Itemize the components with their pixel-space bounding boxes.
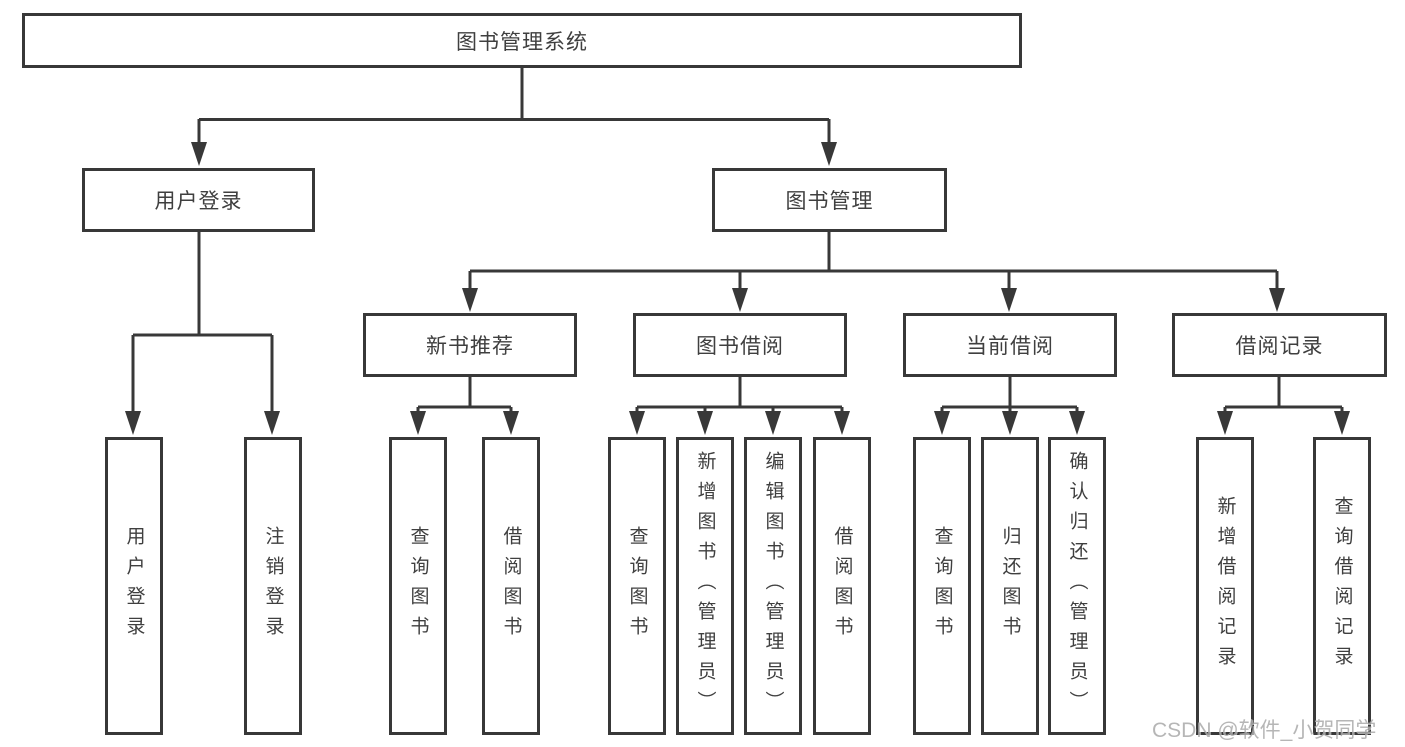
node-new-book-recommend-label: 新书推荐 xyxy=(426,335,514,358)
node-user-login: 用户登录 xyxy=(82,168,315,232)
leaf-label: 借阅图书 xyxy=(500,526,522,646)
node-leaf-return-books: 归还图书 xyxy=(981,437,1039,735)
arrowheads xyxy=(125,142,1350,435)
node-book-borrowing-label: 图书借阅 xyxy=(696,335,784,358)
leaf-label: 用户登录 xyxy=(123,526,145,646)
node-leaf-borrow-books-1: 借阅图书 xyxy=(482,437,540,735)
node-new-book-recommend: 新书推荐 xyxy=(363,313,577,377)
node-current-borrowing-label: 当前借阅 xyxy=(966,335,1054,358)
node-user-login-label: 用户登录 xyxy=(154,190,243,213)
leaf-label: 新增借阅记录 xyxy=(1214,496,1236,676)
node-book-management-label: 图书管理 xyxy=(785,190,874,213)
node-leaf-query-books-2: 查询图书 xyxy=(608,437,666,735)
node-leaf-confirm-return-admin: 确认归还（管理员） xyxy=(1048,437,1106,735)
node-book-borrowing: 图书借阅 xyxy=(633,313,847,377)
leaf-label: 查询图书 xyxy=(626,526,648,646)
node-current-borrowing: 当前借阅 xyxy=(903,313,1117,377)
node-leaf-query-books-3: 查询图书 xyxy=(913,437,971,735)
leaf-label: 归还图书 xyxy=(999,526,1021,646)
node-root: 图书管理系统 xyxy=(22,13,1022,68)
leaf-label: 编辑图书（管理员） xyxy=(762,451,784,721)
leaf-label: 查询借阅记录 xyxy=(1331,496,1353,676)
node-leaf-user-login: 用户登录 xyxy=(105,437,163,735)
node-leaf-borrow-books-2: 借阅图书 xyxy=(813,437,871,735)
node-leaf-query-borrow-record: 查询借阅记录 xyxy=(1313,437,1371,735)
leaf-label: 查询图书 xyxy=(931,526,953,646)
node-leaf-query-books-1: 查询图书 xyxy=(389,437,447,735)
node-leaf-add-books-admin: 新增图书（管理员） xyxy=(676,437,734,735)
node-leaf-add-borrow-record: 新增借阅记录 xyxy=(1196,437,1254,735)
leaf-label: 借阅图书 xyxy=(831,526,853,646)
csdn-watermark: CSDN @软件_小贺同学 xyxy=(1152,719,1377,742)
node-root-label: 图书管理系统 xyxy=(456,30,588,54)
leaf-label: 注销登录 xyxy=(262,526,284,646)
leaf-label: 查询图书 xyxy=(407,526,429,646)
node-book-management: 图书管理 xyxy=(712,168,947,232)
node-leaf-edit-books-admin: 编辑图书（管理员） xyxy=(744,437,802,735)
node-borrow-records-label: 借阅记录 xyxy=(1235,335,1324,358)
node-leaf-logout: 注销登录 xyxy=(244,437,302,735)
leaf-label: 确认归还（管理员） xyxy=(1066,451,1088,721)
leaf-label: 新增图书（管理员） xyxy=(694,451,716,721)
node-borrow-records: 借阅记录 xyxy=(1172,313,1387,377)
